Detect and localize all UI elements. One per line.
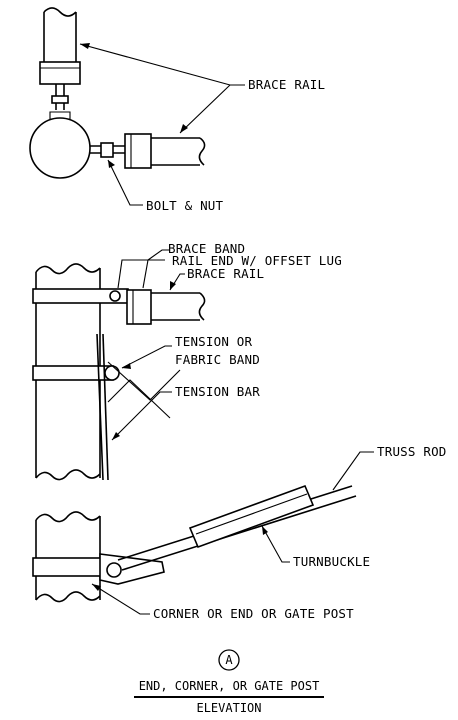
leader-bolt xyxy=(107,159,143,206)
tension-band-shape xyxy=(32,365,114,381)
tension-bar-shape xyxy=(96,333,104,481)
title-block: A END, CORNER, OR GATE POST ELEVATION xyxy=(134,649,324,715)
label-truss-rod: TRUSS ROD xyxy=(377,444,447,459)
label-turnbuckle: TURNBUCKLE xyxy=(293,554,370,569)
label-brace-rail-top: BRACE RAIL xyxy=(248,77,325,92)
title-line-1: END, CORNER, OR GATE POST xyxy=(139,679,320,693)
post-circle xyxy=(29,117,91,179)
bolt-nut-shape xyxy=(100,142,114,158)
middle-detail xyxy=(32,249,206,481)
title-marker: A xyxy=(225,653,233,667)
title-line-2: ELEVATION xyxy=(196,701,261,715)
label-tension-2: FABRIC BAND xyxy=(175,352,260,367)
leader-brace-band xyxy=(117,259,165,289)
pipe-break-top-1 xyxy=(43,7,77,17)
label-tension-bar: TENSION BAR xyxy=(175,384,260,399)
rail-end-fitting-side xyxy=(124,133,152,169)
label-rail-end: RAIL END W/ OFFSET LUG xyxy=(172,253,342,268)
label-brace-rail-mid: BRACE RAIL xyxy=(187,266,264,281)
leader-turnbuckle xyxy=(261,525,290,563)
label-brace-band: BRACE BAND xyxy=(168,241,245,256)
top-detail xyxy=(29,7,245,206)
rail-end-fitting-top xyxy=(39,61,81,85)
title-marker-circle xyxy=(218,649,240,671)
leader-brace-rail-1 xyxy=(79,43,245,86)
rail-end-shape xyxy=(126,289,152,325)
label-bolt-nut: BOLT & NUT xyxy=(146,198,224,213)
bottom-detail xyxy=(32,451,374,615)
leader-truss-rod xyxy=(332,451,374,491)
leader-corner-post xyxy=(91,583,150,615)
pipe-break-right xyxy=(198,137,206,166)
label-tension-1: TENSION OR xyxy=(175,334,253,349)
label-corner-post: CORNER OR END OR GATE POST xyxy=(153,606,354,621)
turnbuckle-shape xyxy=(188,484,315,549)
